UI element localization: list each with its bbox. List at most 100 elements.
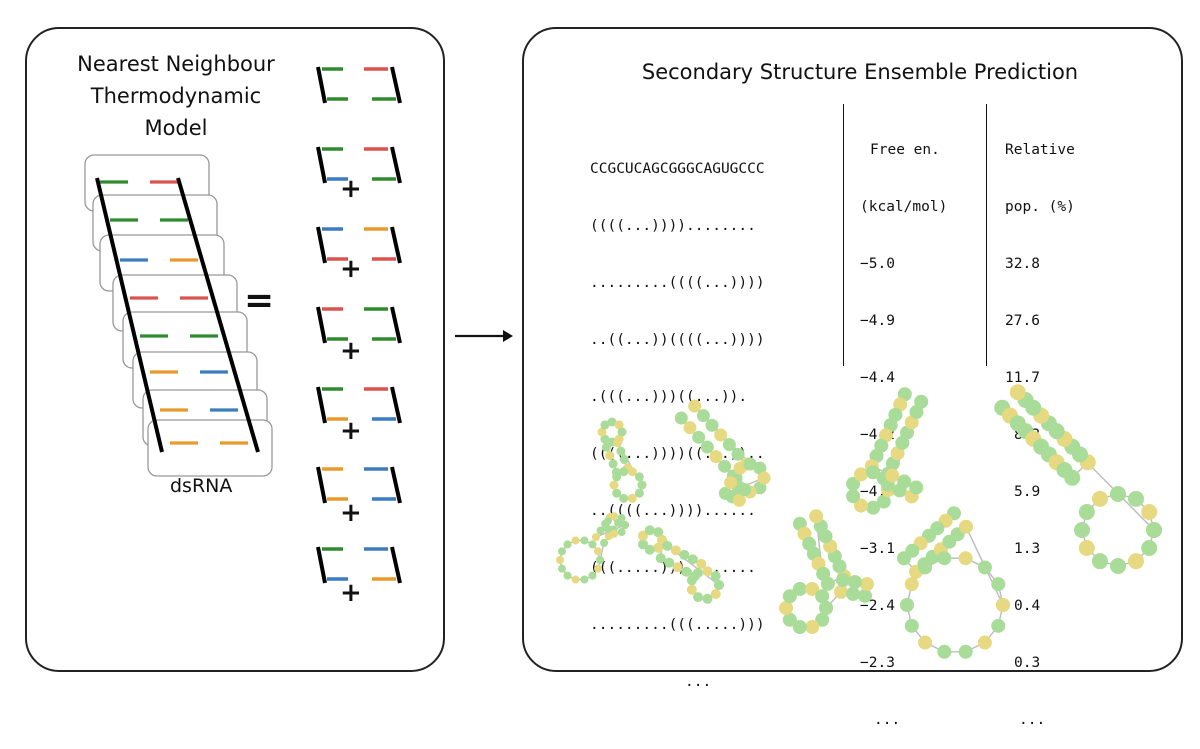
nucleotide-node bbox=[805, 620, 819, 634]
rna-structure bbox=[897, 506, 1010, 658]
nucleotide-node bbox=[918, 560, 932, 574]
nucleotide-node bbox=[616, 447, 625, 456]
nucleotide-node bbox=[846, 489, 860, 503]
nucleotide-node bbox=[848, 575, 862, 589]
nucleotide-node bbox=[978, 560, 992, 574]
ensemble-arrow bbox=[455, 330, 513, 342]
nucleotide-node bbox=[612, 489, 621, 498]
nucleotide-node bbox=[609, 459, 618, 468]
nucleotide-node bbox=[714, 580, 724, 590]
nucleotide-node bbox=[605, 451, 614, 460]
nucleotide-node bbox=[673, 562, 683, 572]
nucleotide-node bbox=[592, 533, 600, 541]
nucleotide-node bbox=[596, 556, 604, 564]
nucleotide-node bbox=[594, 565, 602, 573]
nucleotide-node bbox=[558, 547, 566, 555]
nucleotide-node bbox=[836, 573, 850, 587]
nucleotide-node bbox=[959, 645, 973, 659]
secondary-structure-drawings bbox=[556, 384, 1162, 659]
nucleotide-node bbox=[638, 481, 647, 490]
nucleotide-node bbox=[1079, 504, 1095, 520]
nucleotide-node bbox=[996, 598, 1010, 612]
pair-backbone bbox=[318, 227, 325, 263]
nucleotide-node bbox=[697, 409, 710, 422]
pair-backbone bbox=[318, 307, 325, 343]
nucleotide-node bbox=[821, 577, 835, 591]
nucleotide-node bbox=[564, 540, 572, 548]
nucleotide-node bbox=[905, 619, 919, 633]
nucleotide-node bbox=[594, 547, 602, 555]
nucleotide-node bbox=[610, 481, 619, 490]
nucleotide-node bbox=[600, 539, 608, 547]
nucleotide-node bbox=[834, 585, 848, 599]
nucleotide-node bbox=[724, 476, 737, 489]
rna-structure bbox=[779, 509, 874, 634]
nucleotide-node bbox=[597, 526, 605, 534]
sliding-window-box bbox=[148, 420, 272, 476]
nucleotide-node bbox=[732, 448, 745, 461]
nucleotide-node bbox=[564, 572, 572, 580]
pair-backbone bbox=[318, 467, 325, 503]
nucleotide-node bbox=[588, 540, 596, 548]
nearest-neighbour-pairs bbox=[318, 67, 400, 583]
arrow-head bbox=[503, 330, 513, 342]
nucleotide-node bbox=[937, 551, 951, 565]
nucleotide-node bbox=[854, 467, 868, 481]
nucleotide-node bbox=[758, 472, 771, 485]
nucleotide-node bbox=[991, 577, 1005, 591]
nucleotide-node bbox=[914, 395, 928, 409]
nucleotide-node bbox=[1092, 553, 1108, 569]
population-ellipsis: ... bbox=[1005, 711, 1075, 730]
nucleotide-node bbox=[572, 575, 580, 583]
nucleotide-node bbox=[1110, 486, 1126, 502]
nucleotide-node bbox=[860, 577, 874, 591]
nucleotide-node bbox=[793, 582, 807, 596]
nucleotide-node bbox=[671, 545, 681, 555]
nucleotide-node bbox=[1128, 491, 1144, 507]
nucleotide-node bbox=[897, 551, 911, 565]
nucleotide-node bbox=[588, 572, 596, 580]
rna-structure bbox=[638, 525, 724, 604]
nucleotide-node bbox=[572, 537, 580, 545]
rna-structure bbox=[556, 512, 629, 583]
nucleotide-node bbox=[675, 412, 688, 425]
nucleotide-node bbox=[656, 553, 666, 563]
nucleotide-node bbox=[692, 431, 705, 444]
nucleotide-node bbox=[1141, 504, 1157, 520]
nucleotide-node bbox=[918, 636, 932, 650]
rna-structure bbox=[994, 384, 1162, 574]
pair-backbone bbox=[318, 147, 325, 183]
nucleotide-node bbox=[602, 443, 611, 452]
nucleotide-node bbox=[1146, 522, 1162, 538]
nucleotide-node bbox=[556, 556, 564, 564]
nucleotide-node bbox=[702, 594, 712, 604]
nucleotide-node bbox=[706, 419, 719, 432]
nucleotide-node bbox=[905, 577, 919, 591]
nucleotide-node bbox=[978, 636, 992, 650]
nucleotide-node bbox=[558, 565, 566, 573]
rna-structure bbox=[675, 399, 771, 506]
nucleotide-node bbox=[618, 428, 627, 437]
dsrna-window-stack bbox=[85, 155, 272, 476]
rna-structure bbox=[598, 418, 647, 503]
nucleotide-node bbox=[618, 528, 626, 536]
nucleotide-node bbox=[604, 525, 612, 533]
nucleotide-node bbox=[1110, 558, 1126, 574]
nucleotide-node bbox=[1079, 540, 1095, 556]
nucleotide-node bbox=[580, 537, 588, 545]
nucleotide-node bbox=[645, 525, 655, 535]
nucleotide-node bbox=[681, 567, 691, 577]
nucleotide-node bbox=[959, 551, 973, 565]
nucleotide-node bbox=[618, 514, 626, 522]
nucleotide-node bbox=[959, 520, 973, 534]
nucleotide-node bbox=[858, 589, 872, 603]
nucleotide-node bbox=[718, 460, 731, 473]
nucleotide-node bbox=[662, 541, 672, 551]
free-energy-ellipsis: ... bbox=[860, 711, 947, 730]
nucleotide-node bbox=[709, 450, 722, 463]
nucleotide-node bbox=[1010, 384, 1026, 400]
nucleotide-node bbox=[635, 472, 644, 481]
rna-structure bbox=[846, 387, 928, 514]
pair-backbone bbox=[318, 67, 325, 103]
nucleotide-node bbox=[688, 399, 701, 412]
